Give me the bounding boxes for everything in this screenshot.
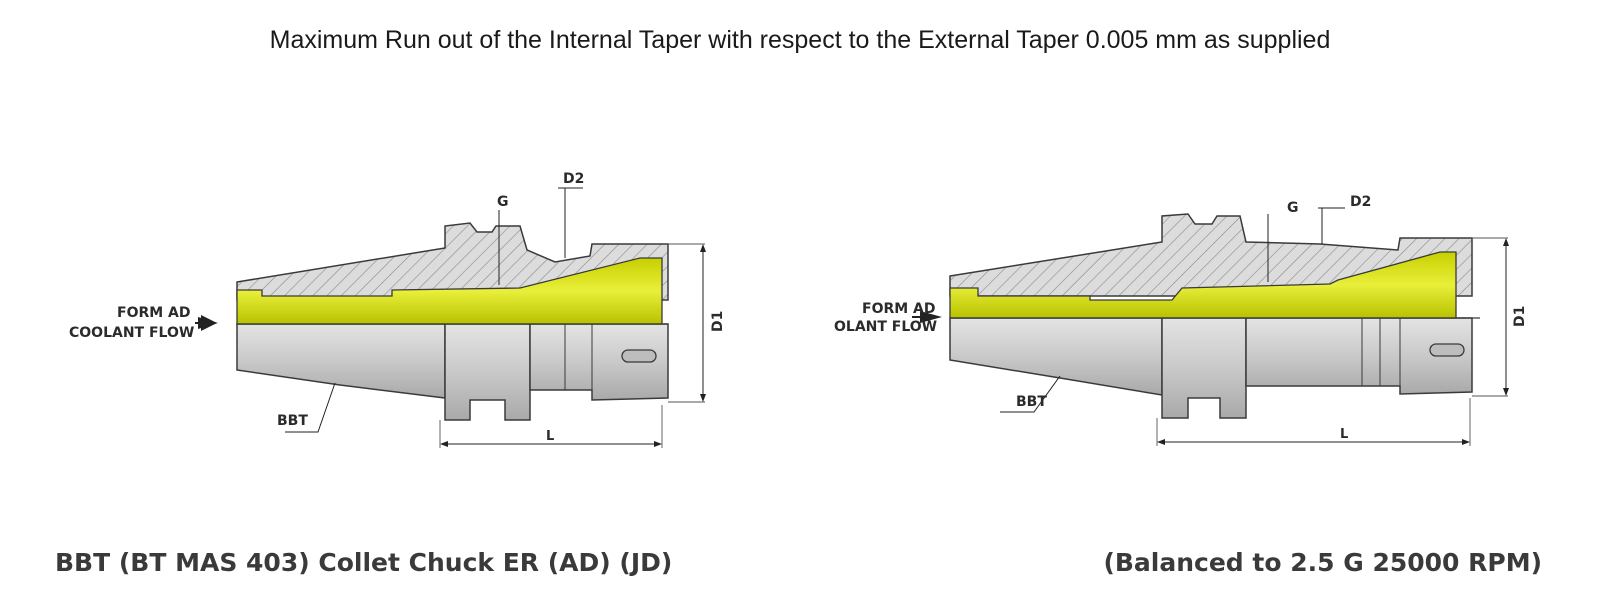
right-label-bbt: BBT	[1016, 394, 1047, 410]
left-label-l: L	[546, 429, 554, 444]
left-label-form: FORM AD	[117, 305, 191, 321]
right-label-coolant: OLANT FLOW	[834, 319, 937, 335]
caption-balance-spec: (Balanced to 2.5 G 25000 RPM)	[1103, 548, 1542, 577]
right-label-form: FORM AD	[862, 301, 936, 317]
left-label-bbt: BBT	[277, 413, 308, 429]
right-label-g: G	[1287, 200, 1299, 216]
right-upper-section	[949, 213, 1473, 297]
left-label-g: G	[497, 194, 509, 210]
left-collet-chuck-figure: G D2 D1 L BBT FORM AD COOLANT FLOW	[69, 171, 726, 448]
right-label-d1: D1	[1512, 306, 1528, 327]
caption-product-name: BBT (BT MAS 403) Collet Chuck ER (AD) (J…	[55, 548, 673, 577]
right-coolant-channel	[949, 251, 1457, 319]
left-flange	[444, 323, 531, 421]
right-collet-slot	[1429, 343, 1465, 357]
left-label-d2: D2	[563, 171, 584, 187]
right-lower-body	[949, 317, 1163, 396]
right-collet-chuck-figure: G D2 D1 L BBT FORM AD OLANT FLOW	[834, 194, 1528, 446]
right-flange	[1161, 317, 1247, 419]
left-collet-slot	[621, 349, 657, 363]
left-lower-body	[236, 323, 446, 399]
right-label-d2: D2	[1350, 194, 1371, 210]
left-label-coolant: COOLANT FLOW	[69, 325, 194, 341]
right-label-l: L	[1340, 427, 1348, 442]
page-heading: Maximum Run out of the Internal Taper wi…	[269, 26, 1331, 54]
left-label-d1: D1	[710, 311, 726, 332]
